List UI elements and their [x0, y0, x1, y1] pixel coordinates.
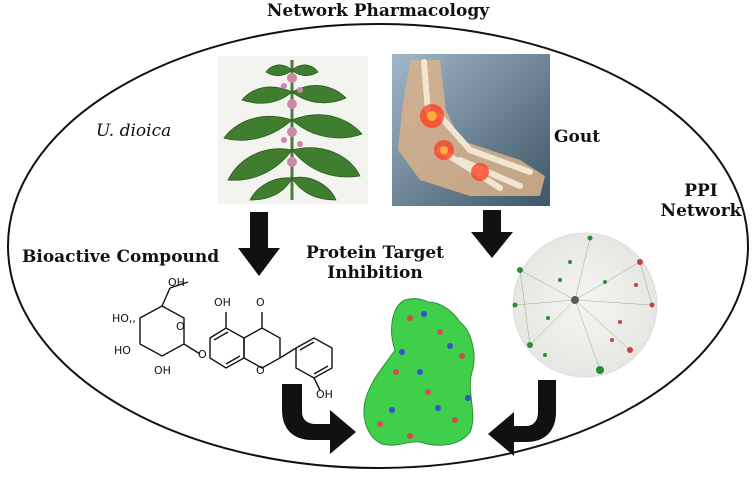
ppi-line2: Network — [660, 200, 742, 221]
species-label: U. dioica — [96, 121, 172, 141]
arrow-icon — [471, 210, 513, 258]
protein-line2: Inhibition — [327, 262, 423, 283]
chem-oh-mid: OH — [214, 296, 231, 309]
disease-label: Gout — [554, 127, 601, 147]
protein-target-label: Protein Target Inhibition — [300, 243, 450, 283]
arrow-icon — [488, 380, 556, 456]
chem-oh-top: OH — [168, 276, 185, 289]
arrow-icon — [282, 384, 356, 454]
plant-icon — [218, 56, 368, 204]
chem-o-ring: O — [176, 320, 185, 333]
foot-icon — [392, 54, 550, 206]
frame-ellipse — [7, 23, 749, 469]
chem-ho-a: HO,, — [112, 312, 136, 325]
bioactive-compound-label: Bioactive Compound — [22, 247, 220, 267]
ppi-network-label: PPI Network — [646, 181, 756, 221]
molecule-icon — [139, 281, 333, 391]
chem-o-pyran: O — [256, 364, 265, 377]
arrow-icon — [238, 212, 280, 276]
chem-o-keto: O — [256, 296, 265, 309]
chem-oh-c: OH — [154, 364, 171, 377]
protein-icon — [363, 298, 475, 446]
network-icon — [512, 232, 658, 378]
molecule-labels: OH HO,, HO OH O O OH O O OH — [112, 276, 333, 401]
diagram-title: Network Pharmacology — [266, 1, 490, 21]
protein-line1: Protein Target — [305, 243, 445, 263]
chem-o-link: O — [198, 348, 207, 361]
chem-oh-phenol: OH — [316, 388, 333, 401]
ppi-line1: PPI — [684, 181, 718, 201]
chem-ho-b: HO — [114, 344, 131, 357]
